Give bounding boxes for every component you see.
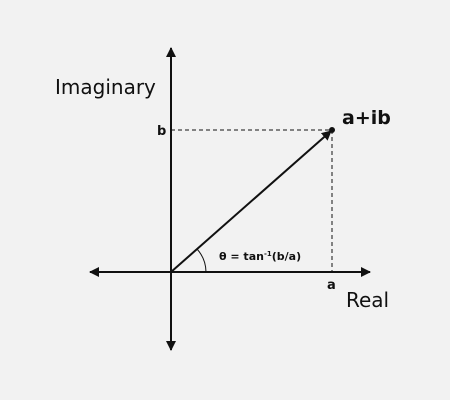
- angle-formula-prefix: θ = tan: [219, 250, 264, 263]
- angle-arc: [196, 248, 207, 273]
- complex-point: [329, 127, 335, 133]
- a-tick-label: a: [327, 278, 336, 293]
- angle-formula-label: θ = tan-1(b/a): [219, 250, 301, 263]
- imaginary-axis-label: Imaginary: [55, 75, 156, 99]
- real-axis-label: Real: [346, 288, 389, 312]
- angle-formula-suffix: (b/a): [272, 250, 301, 263]
- complex-number-label: a+ib: [342, 107, 391, 129]
- complex-vector-arrow: [170, 130, 332, 273]
- b-tick-label: b: [157, 124, 166, 139]
- angle-formula-superscript: -1: [264, 250, 272, 258]
